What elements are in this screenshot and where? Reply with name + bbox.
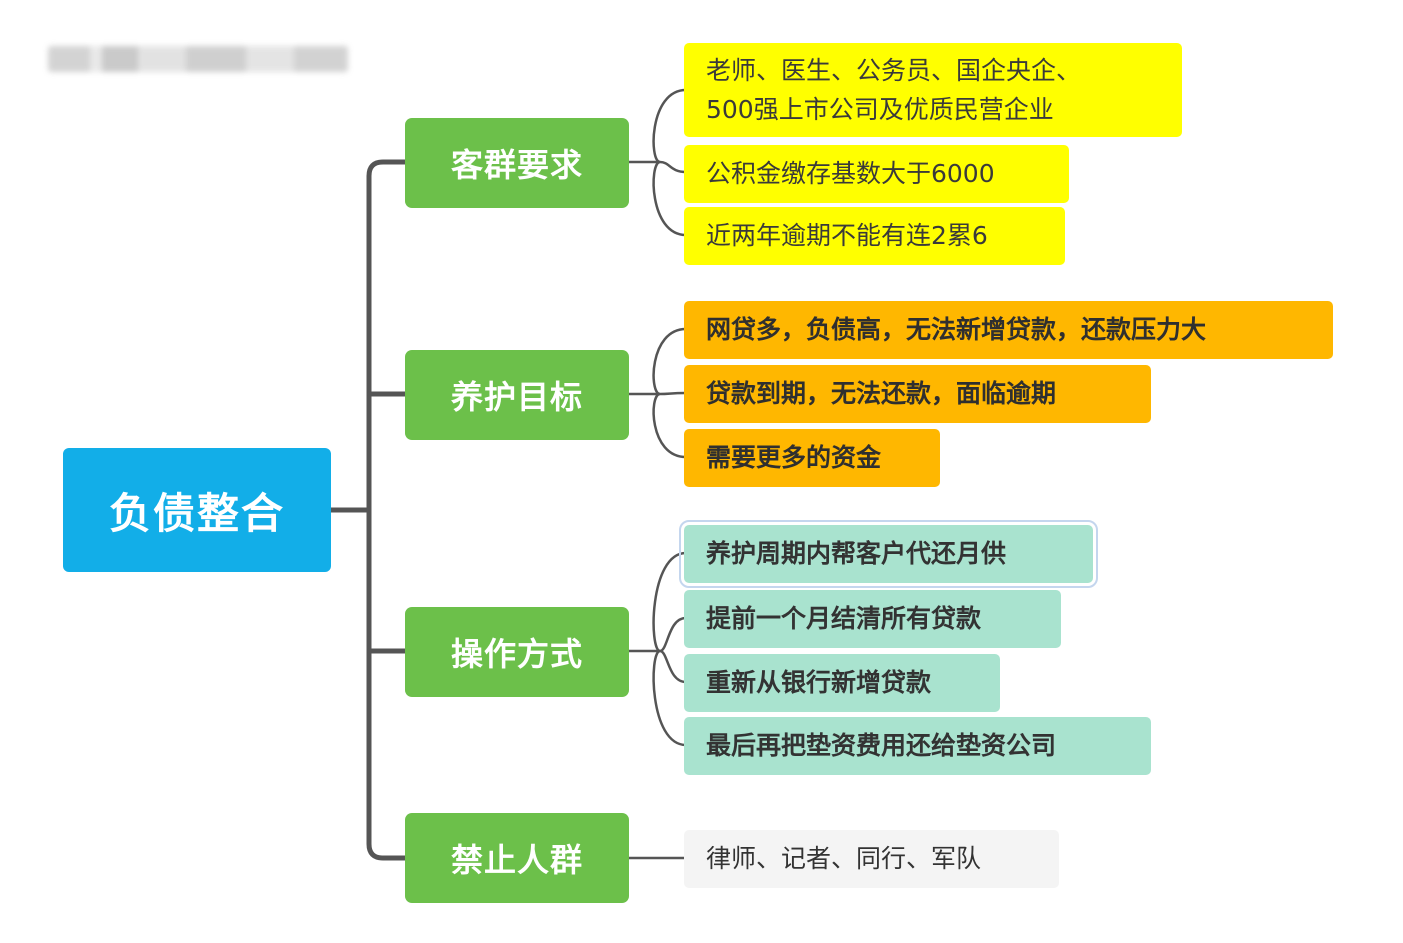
blurred-watermark (48, 46, 348, 72)
leaf-label: 律师、记者、同行、军队 (706, 843, 982, 873)
branch-label: 禁止人群 (450, 841, 583, 879)
leaf-label: 需要更多的资金 (706, 442, 882, 472)
branch-prohibited-groups[interactable]: 禁止人群 (405, 813, 629, 903)
leaf-label: 网贷多，负债高，无法新增贷款，还款压力大 (706, 314, 1207, 344)
branch-maintenance-goals[interactable]: 养护目标 (405, 350, 629, 440)
leaf-label: 最后再把垫资费用还给垫资公司 (706, 730, 1057, 760)
leaf-need-funds[interactable]: 需要更多的资金 (684, 429, 940, 487)
leaf-line: 老师、医生、公务员、国企央企、 (706, 56, 1082, 85)
leaf-label: 养护周期内帮客户代还月供 (706, 538, 1007, 568)
root-node[interactable]: 负债整合 (63, 448, 331, 572)
leaf-high-debt[interactable]: 网贷多，负债高，无法新增贷款，还款压力大 (684, 301, 1333, 359)
leaf-prohibited-list[interactable]: 律师、记者、同行、军队 (684, 830, 1059, 888)
branch-label: 客群要求 (450, 146, 583, 184)
leaf-line: 500强上市公司及优质民营企业 (706, 94, 1054, 124)
leaf-label: 近两年逾期不能有连2累6 (706, 220, 988, 250)
branch-customer-requirements[interactable]: 客群要求 (405, 118, 629, 208)
leaf-label: 提前一个月结清所有贷款 (706, 603, 982, 633)
leaf-overdue-rule[interactable]: 近两年逾期不能有连2累6 (684, 207, 1065, 265)
leaf-repay-monthly[interactable]: 养护周期内帮客户代还月供 (679, 520, 1098, 588)
branch-label: 养护目标 (450, 378, 583, 416)
leaf-label: 重新从银行新增贷款 (706, 667, 932, 697)
leaf-new-bank-loan[interactable]: 重新从银行新增贷款 (684, 654, 1000, 712)
branch-operation-method[interactable]: 操作方式 (405, 607, 629, 697)
leaf-settle-early[interactable]: 提前一个月结清所有贷款 (684, 590, 1061, 648)
leaf-loan-due[interactable]: 贷款到期，无法还款，面临逾期 (684, 365, 1151, 423)
branch-label: 操作方式 (450, 635, 583, 673)
root-label: 负债整合 (108, 488, 285, 538)
leaf-label: 贷款到期，无法还款，面临逾期 (706, 378, 1057, 408)
leaf-label: 公积金缴存基数大于6000 (706, 158, 995, 188)
leaf-customer-occupations[interactable]: 老师、医生、公务员、国企央企、 500强上市公司及优质民营企业 (684, 43, 1182, 137)
connector-trunk (366, 159, 408, 861)
leaf-fund-base[interactable]: 公积金缴存基数大于6000 (684, 145, 1069, 203)
leaf-return-advance[interactable]: 最后再把垫资费用还给垫资公司 (684, 717, 1151, 775)
